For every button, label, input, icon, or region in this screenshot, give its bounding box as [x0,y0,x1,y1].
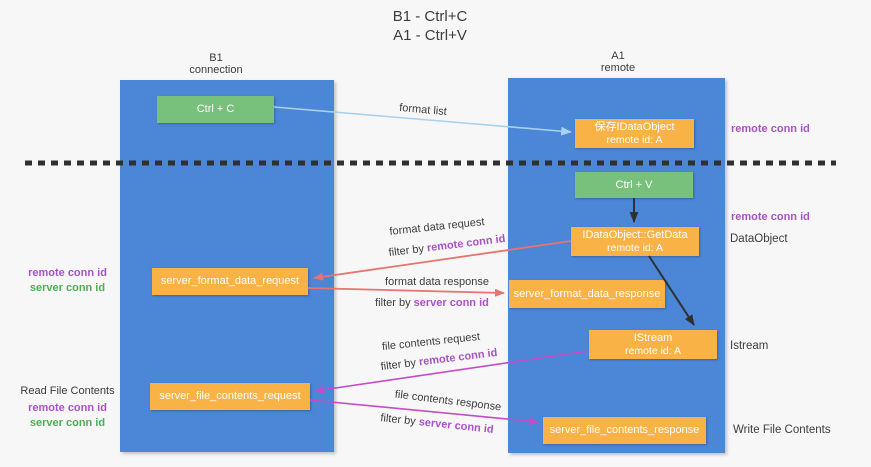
filter-by-text: filter by [380,356,417,374]
right-label-dataobject: DataObject [730,233,788,245]
left-label-remote-conn-id-1: remote conn id [28,267,107,279]
file-contents-response-text: file contents response [394,388,502,414]
arrow-format-data-response [307,287,505,297]
server-conn-id-text: server conn id [418,416,495,436]
node-file-request-label: server_file_contents_request [159,390,301,403]
flow-label-file-contents-response: file contents response [383,387,513,415]
node-server-format-data-request: server_format_data_request [152,268,308,295]
left-label-group-file: Read File Contents remote conn id server… [15,384,120,431]
left-label-server-conn-id-2: server conn id [29,417,106,429]
lane-b1-role: connection [189,64,243,76]
flow-label-format-list: format list [373,100,474,121]
remote-conn-id-text: remote conn id [426,232,506,255]
right-label-remote-conn-id-top: remote conn id [731,123,810,135]
server-conn-id-text: server conn id [413,297,489,309]
lane-a1-role: remote [600,62,636,74]
node-getdata-line1: IDataObject::GetData [582,229,688,241]
node-istream: IStream remote id: A [589,330,717,359]
node-ctrl-c: Ctrl + C [157,96,274,123]
filter-by-text: filter by [379,412,417,428]
left-label-group-format: remote conn id server conn id [15,266,120,296]
node-istream-line1: IStream [633,332,673,344]
flow-label-format-data-response: format data response [372,276,502,288]
right-label-remote-conn-id-mid: remote conn id [731,211,810,223]
node-ctrl-c-label: Ctrl + C [196,103,235,116]
format-data-response-text: format data response [385,276,489,288]
lane-header-b1: B1 connection [156,52,276,76]
node-saved-idataobject-line1: 保存IDataObject [594,121,675,133]
node-ctrl-v-label: Ctrl + V [615,178,653,191]
right-label-write-file-contents: Write File Contents [733,424,831,436]
node-getdata-line2: remote id: A [606,241,664,254]
left-label-read-file-contents: Read File Contents [20,385,115,397]
node-file-response-label: server_file_contents_response [549,424,700,437]
format-data-request-text: format data request [388,216,486,238]
node-format-request-label: server_format_data_request [160,275,300,288]
node-saved-idataobject-line2: remote id: A [606,133,663,146]
node-saved-idataobject: 保存IDataObject remote id: A [575,119,694,148]
lane-a1-name: A1 [611,50,625,62]
node-format-response-label: server_format_data_response [513,287,661,300]
filter-by-text: filter by [375,297,411,309]
filter-by-text: filter by [388,242,425,260]
flow-label-filter-server-1: filter by server conn id [357,297,507,309]
node-server-format-data-response: server_format_data_response [509,280,665,308]
node-istream-line2: remote id: A [624,344,682,357]
format-list-text: format list [398,101,448,119]
lane-header-a1: A1 remote [558,50,678,74]
remote-conn-id-text: remote conn id [418,346,498,369]
flow-label-filter-server-2: filter by server conn id [362,410,512,438]
diagram-title: B1 - Ctrl+C A1 - Ctrl+V [330,7,530,45]
node-server-file-contents-request: server_file_contents_request [150,383,310,410]
lane-b1-name: B1 [209,52,223,64]
node-ctrl-v: Ctrl + V [575,172,693,198]
title-line-2: A1 - Ctrl+V [393,27,467,44]
title-line-1: B1 - Ctrl+C [392,8,468,25]
left-label-remote-conn-id-2: remote conn id [28,402,107,414]
right-label-istream: Istream [730,340,769,352]
node-idataobject-getdata: IDataObject::GetData remote id: A [571,227,699,256]
left-label-server-conn-id-1: server conn id [29,282,106,294]
node-server-file-contents-response: server_file_contents_response [543,417,706,444]
